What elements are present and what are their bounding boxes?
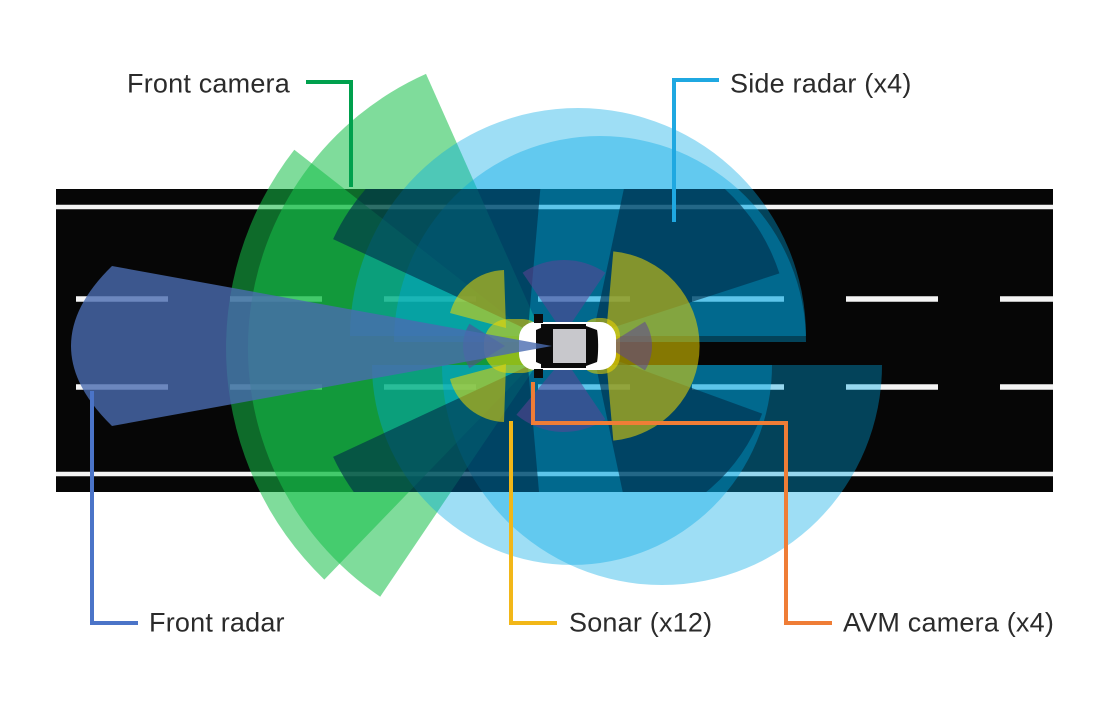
front-radar-beam [71, 266, 552, 426]
side-radar-leader [672, 78, 719, 222]
label-avm-camera: AVM camera (x4) [843, 607, 1055, 638]
avm-camera-leader [531, 382, 832, 625]
ego-car [519, 314, 616, 378]
label-side-radar: Side radar (x4) [730, 68, 912, 99]
front-radar-leader [90, 391, 138, 625]
label-front-camera: Front camera [127, 68, 290, 99]
label-sonar: Sonar (x12) [569, 607, 713, 638]
front-camera-leader [306, 80, 353, 187]
label-front-radar: Front radar [149, 607, 285, 638]
sonar-leader [509, 421, 557, 625]
